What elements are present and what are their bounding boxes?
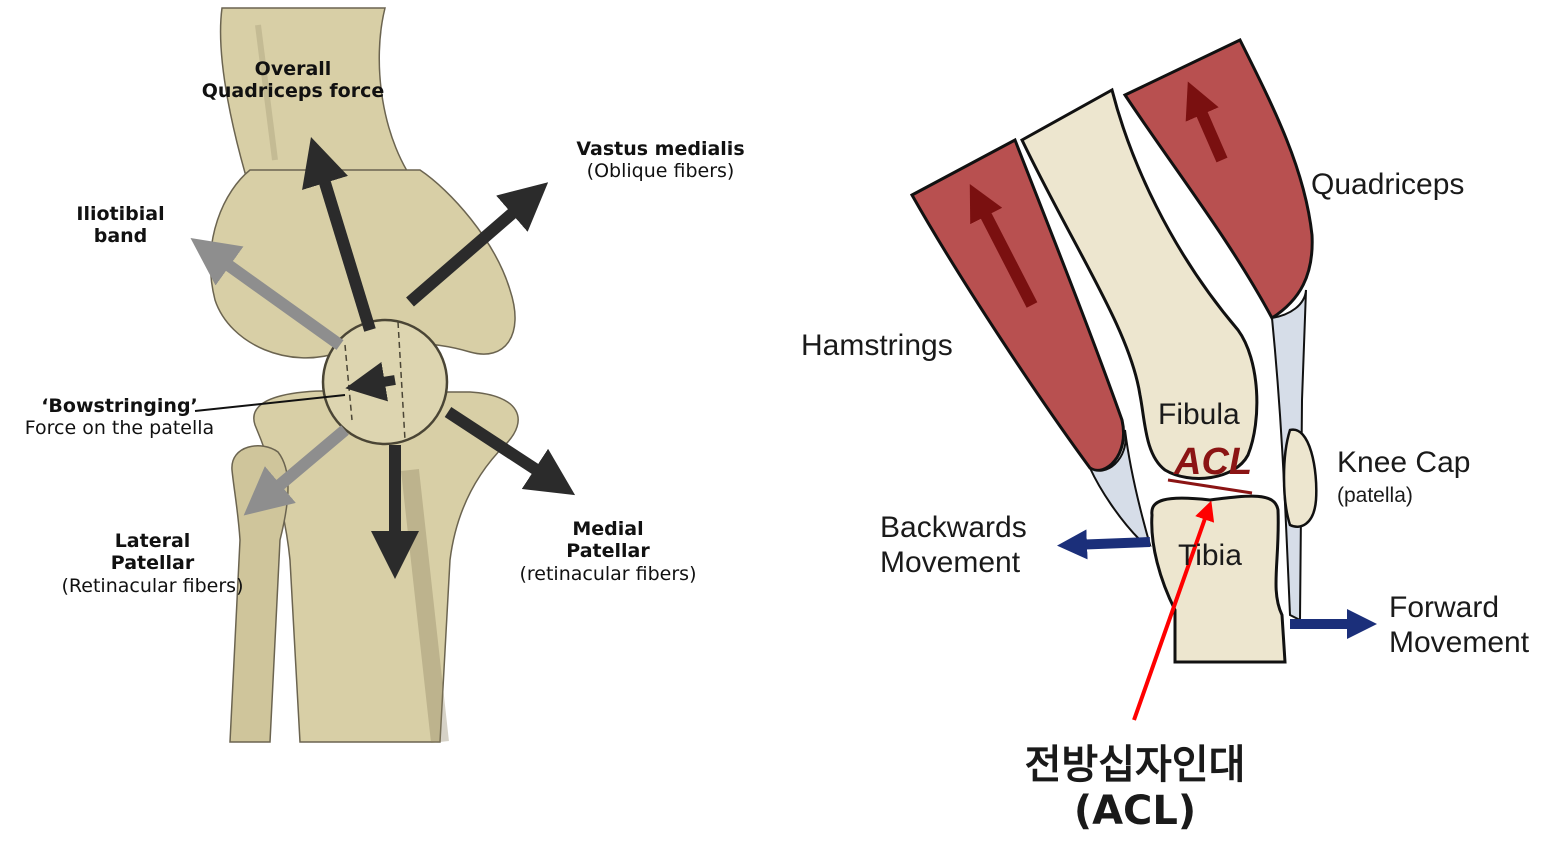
label-knee-cap-line1: Knee Cap [1337, 446, 1471, 479]
label-medial-patellar-line3: (retinacular fibers) [519, 562, 697, 585]
patella-right [1282, 428, 1318, 528]
label-iliotibial-band: Iliotibial band [68, 203, 173, 248]
tibia-right [1150, 494, 1287, 664]
label-knee-cap-line2: (patella) [1337, 484, 1413, 508]
bowstringing-leader [194, 394, 346, 412]
label-knee-cap: Knee Cap (patella) [1337, 445, 1470, 509]
label-lateral-patellar-line2: Patellar [110, 552, 195, 575]
label-lateral-patellar-line1: Lateral [114, 530, 191, 552]
label-forward-movement-line2: Movement [1389, 626, 1530, 660]
left-knee-illustration [190, 7, 576, 743]
label-overall-quadriceps: Overall Quadriceps force [200, 58, 386, 103]
medial-patellar-arrow [444, 406, 576, 496]
lateral-patellar-arrow [243, 425, 349, 516]
label-acl-korean: 전방십자인대 (ACL) [1000, 742, 1270, 834]
label-backwards-movement-line2: Movement [880, 546, 1021, 580]
label-overall-quadriceps-line1: Overall [254, 58, 332, 80]
backwards-movement-arrow [1057, 529, 1151, 560]
right-knee-illustration [909, 38, 1377, 721]
label-acl-korean-line2: (ACL) [1073, 788, 1197, 834]
overall-quadriceps-arrow [302, 137, 376, 332]
label-medial-patellar: Medial Patellar (retinacular fibers) [508, 518, 708, 585]
label-medial-patellar-line1: Medial [572, 518, 644, 540]
label-backwards-movement-line1: Backwards [880, 511, 1027, 544]
bowstringing-arrow [345, 361, 396, 402]
label-vastus-medialis-line1: Vastus medialis [576, 138, 745, 160]
hamstrings-tendon [1087, 429, 1152, 547]
label-quadriceps: Quadriceps [1311, 168, 1465, 201]
label-vastus-medialis-line2: (Oblique fibers) [586, 160, 735, 183]
label-backwards-movement: Backwards Movement [880, 510, 1027, 581]
label-forward-movement-line1: Forward [1389, 591, 1500, 624]
label-bowstringing-line2: Force on the patella [24, 417, 215, 440]
label-iliotibial-band-line1: Iliotibial [76, 203, 165, 225]
label-fibula: Fibula [1158, 398, 1240, 431]
label-acl-tag: ACL [1174, 441, 1253, 483]
acl-pointer-arrow [1132, 500, 1215, 721]
label-bowstringing-line1: ‘Bowstringing’ [41, 395, 198, 417]
label-hamstrings: Hamstrings [801, 329, 953, 362]
label-bowstringing: ‘Bowstringing’ Force on the patella [12, 395, 227, 440]
label-lateral-patellar-line3: (Retinacular fibers) [61, 574, 244, 597]
quadriceps-pull-arrow [1185, 81, 1228, 163]
vastus-medialis-arrow [406, 182, 549, 307]
label-lateral-patellar: Lateral Patellar (Retinacular fibers) [50, 530, 255, 597]
label-forward-movement: Forward Movement [1389, 590, 1529, 661]
hamstrings-muscle [909, 137, 1125, 472]
label-iliotibial-band-line2: band [93, 225, 148, 248]
label-vastus-medialis: Vastus medialis (Oblique fibers) [568, 138, 753, 183]
hamstrings-pull-arrow [969, 183, 1038, 308]
iliotibial-band-arrow [190, 238, 344, 350]
label-tibia: Tibia [1178, 539, 1242, 572]
label-medial-patellar-line2: Patellar [566, 540, 650, 563]
label-overall-quadriceps-line2: Quadriceps force [201, 80, 385, 103]
femur-right [1020, 87, 1259, 480]
quadriceps-muscle [1122, 38, 1314, 321]
label-acl-korean-line1: 전방십자인대 [1024, 742, 1246, 788]
acl-ligament [1167, 478, 1253, 495]
